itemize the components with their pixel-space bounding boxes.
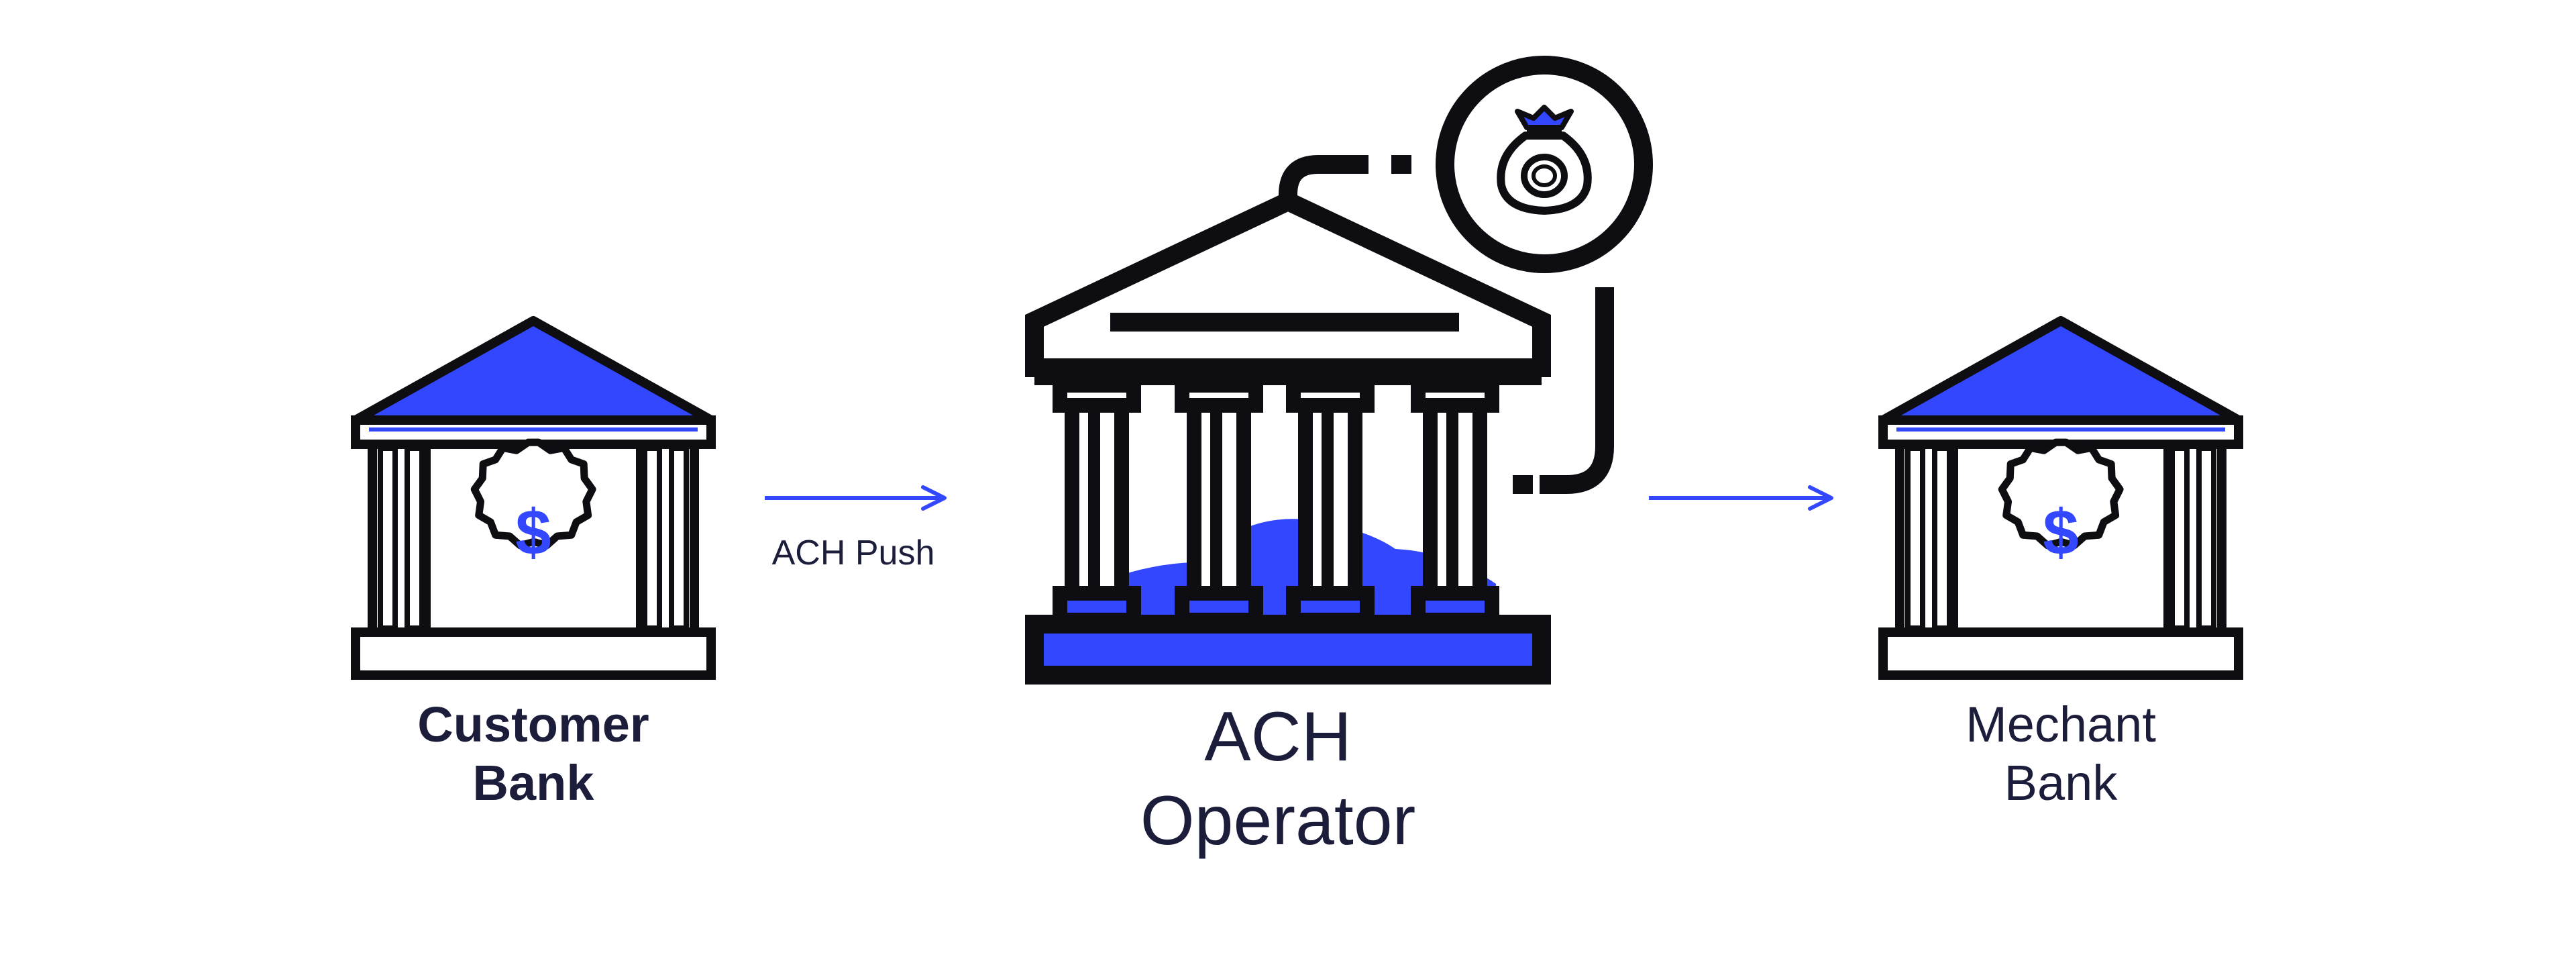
merchant-bank-icon: [1878, 316, 2243, 680]
money-bag-icon: [1436, 56, 1653, 273]
dollar-badge-icon: [1998, 438, 2124, 550]
customer-bank-symbol: $: [515, 497, 551, 568]
merchant-bank-symbol: $: [2043, 497, 2078, 568]
customer-bank-label: Customer Bank: [417, 697, 649, 811]
ach-operator-building-icon: [1025, 155, 1614, 685]
ach-push-label: ACH Push: [771, 534, 935, 572]
customer-bank-icon: [351, 316, 716, 680]
ach-operator-label: ACH Operator: [1140, 698, 1416, 860]
dollar-badge-icon: [470, 438, 596, 550]
merchant-bank-label: Mechant Bank: [1966, 697, 2156, 811]
